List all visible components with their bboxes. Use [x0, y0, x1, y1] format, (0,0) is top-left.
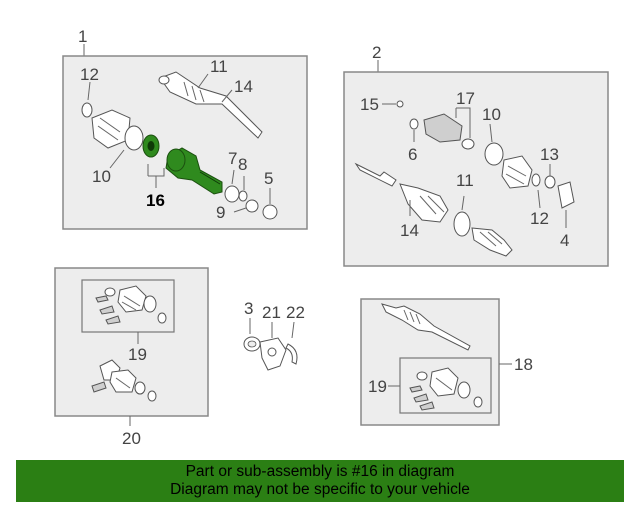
callout-18: 18	[514, 355, 533, 374]
part-16-highlight[interactable]	[142, 134, 223, 195]
parts-diagram: 1 12 10 11 14 16	[54, 27, 609, 448]
assembly-box-18: 18 19	[360, 298, 533, 426]
callout-3: 3	[244, 299, 253, 318]
callout-21: 21	[262, 303, 281, 322]
callout-10b: 10	[482, 105, 501, 124]
info-banner: Part or sub-assembly is #16 in diagram D…	[16, 460, 624, 502]
callout-12b: 12	[530, 209, 549, 228]
callout-19b: 19	[368, 377, 387, 396]
boot-clamp-ring	[124, 125, 144, 151]
callout-12a: 12	[80, 65, 99, 84]
callout-11a: 11	[210, 57, 228, 76]
callout-22: 22	[286, 303, 305, 322]
callout-11b: 11	[456, 171, 474, 190]
callout-13: 13	[540, 145, 559, 164]
banner-line-2: Diagram may not be specific to your vehi…	[170, 481, 470, 498]
callout-8: 8	[238, 155, 247, 174]
assembly-box-1: 1 12 10 11 14 16	[62, 27, 308, 230]
callout-16: 16	[146, 191, 165, 210]
kit-box-20: 19 20	[54, 267, 209, 448]
callout-4: 4	[560, 231, 569, 250]
clamp-part	[81, 102, 93, 118]
callout-6: 6	[408, 145, 417, 164]
callout-7: 7	[228, 149, 237, 168]
banner-line-1: Part or sub-assembly is #16 in diagram	[185, 463, 455, 480]
assembly-box-2: 2 15 6 17 10 13 12 4 14 11	[343, 43, 609, 267]
callout-19a: 19	[128, 345, 147, 364]
callout-1: 1	[78, 27, 87, 46]
kit-box-19a	[81, 279, 175, 333]
inboard-joint	[423, 113, 463, 143]
callout-14b: 14	[400, 221, 419, 240]
ring-7	[224, 185, 240, 203]
callout-20: 20	[122, 429, 141, 448]
callout-9: 9	[216, 203, 225, 222]
callout-2: 2	[372, 43, 381, 62]
callout-15: 15	[360, 95, 379, 114]
callout-14a: 14	[234, 77, 253, 96]
callout-5: 5	[264, 169, 273, 188]
small-parts-group: 3 21 22	[243, 299, 305, 371]
callout-17: 17	[456, 89, 475, 108]
callout-10a: 10	[92, 167, 111, 186]
